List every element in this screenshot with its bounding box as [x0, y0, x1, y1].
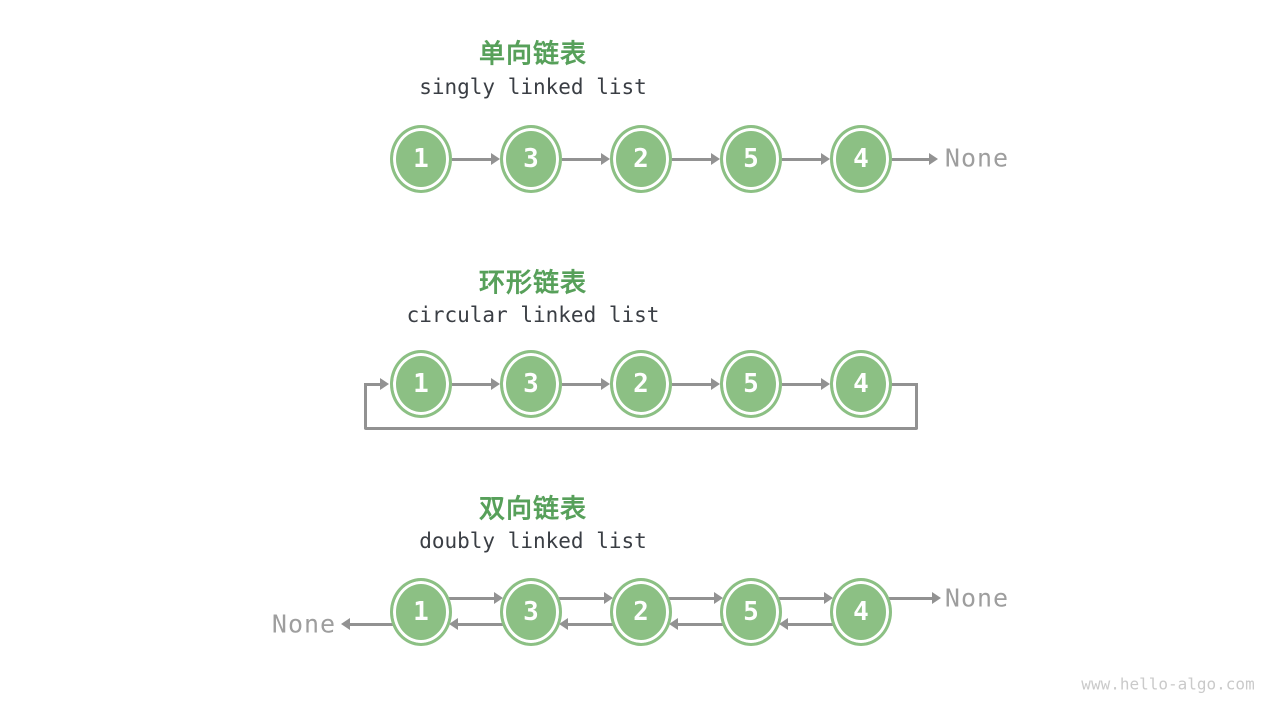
watermark: www.hello-algo.com — [1081, 674, 1255, 694]
head-none-label: None — [271, 609, 337, 639]
loop-entry-arrow — [364, 378, 389, 390]
next-pointer-arrow — [449, 592, 503, 604]
head-pointer-arrow — [341, 618, 393, 630]
section-title-en: circular linked list — [406, 303, 660, 327]
tail-none-label: None — [944, 143, 1010, 173]
node-value: 3 — [523, 597, 539, 627]
next-pointer-arrow — [559, 592, 613, 604]
prev-pointer-arrow — [779, 618, 833, 630]
node-value: 3 — [523, 369, 539, 399]
list-node: 5 — [720, 350, 782, 418]
next-pointer-arrow — [779, 592, 833, 604]
next-pointer-arrow — [452, 378, 500, 390]
node-value: 4 — [853, 144, 869, 174]
node-value: 2 — [633, 369, 649, 399]
node-value: 1 — [413, 597, 429, 627]
section-title-zh: 双向链表 — [478, 493, 588, 524]
list-node: 2 — [610, 125, 672, 193]
list-node: 4 — [830, 578, 892, 646]
node-value: 1 — [413, 144, 429, 174]
node-value: 5 — [743, 144, 759, 174]
node-value: 3 — [523, 144, 539, 174]
next-pointer-arrow — [669, 592, 723, 604]
node-value: 4 — [853, 597, 869, 627]
section-title-en: singly linked list — [419, 75, 647, 99]
tail-none-label: None — [944, 583, 1010, 613]
loop-exit-line — [890, 382, 918, 386]
section-title-zh: 环形链表 — [478, 267, 588, 298]
next-pointer-arrow — [452, 153, 500, 165]
list-node: 1 — [390, 125, 452, 193]
list-node: 5 — [720, 578, 782, 646]
node-value: 2 — [633, 144, 649, 174]
next-pointer-arrow — [562, 153, 610, 165]
node-value: 2 — [633, 597, 649, 627]
list-node: 3 — [500, 578, 562, 646]
section-title-zh: 单向链表 — [478, 38, 588, 69]
circular-loop-path — [364, 383, 918, 430]
node-value: 5 — [743, 597, 759, 627]
section-title-en: doubly linked list — [419, 529, 647, 553]
node-value: 1 — [413, 369, 429, 399]
prev-pointer-arrow — [669, 618, 723, 630]
list-node: 4 — [830, 350, 892, 418]
next-pointer-arrow — [782, 378, 830, 390]
list-node: 5 — [720, 125, 782, 193]
list-node: 1 — [390, 350, 452, 418]
list-node: 3 — [500, 350, 562, 418]
next-pointer-arrow — [782, 153, 830, 165]
list-node: 3 — [500, 125, 562, 193]
prev-pointer-arrow — [559, 618, 613, 630]
node-value: 5 — [743, 369, 759, 399]
list-node: 2 — [610, 350, 672, 418]
list-node: 4 — [830, 125, 892, 193]
next-pointer-arrow — [562, 378, 610, 390]
next-pointer-arrow — [672, 153, 720, 165]
tail-pointer-arrow — [889, 592, 941, 604]
next-pointer-arrow — [672, 378, 720, 390]
tail-pointer-arrow — [892, 153, 938, 165]
list-node: 1 — [390, 578, 452, 646]
list-node: 2 — [610, 578, 672, 646]
prev-pointer-arrow — [449, 618, 503, 630]
node-value: 4 — [853, 369, 869, 399]
